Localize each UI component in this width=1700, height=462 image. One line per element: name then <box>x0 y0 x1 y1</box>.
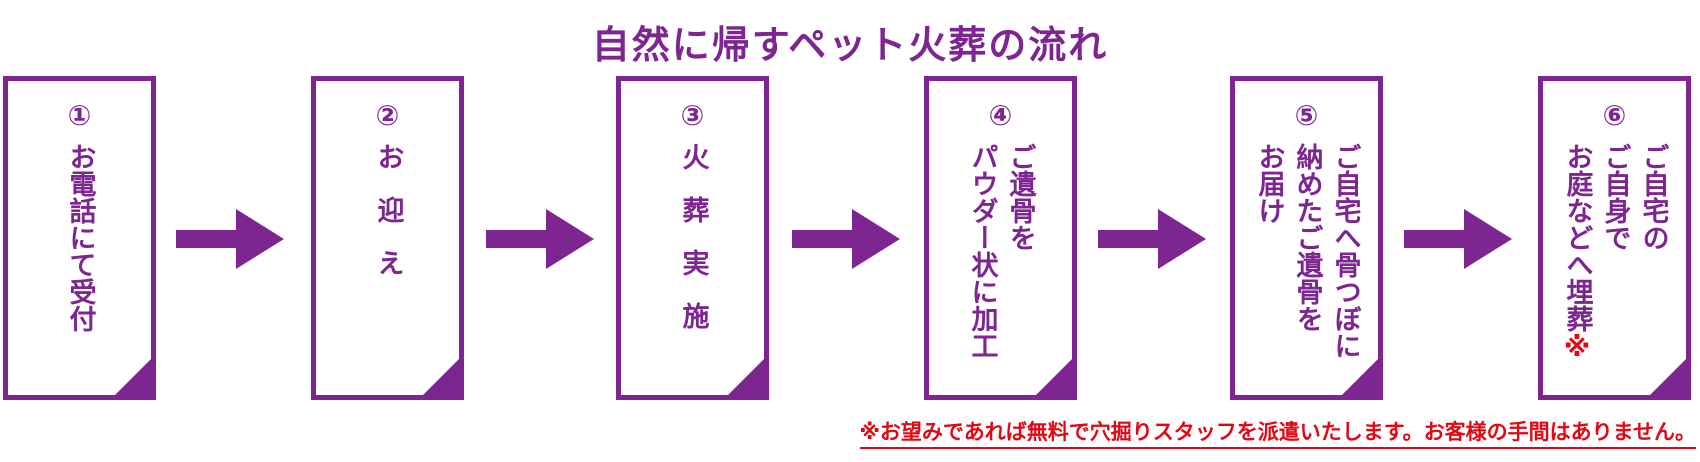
step-text: お迎え <box>372 143 404 302</box>
right-arrow-icon <box>486 209 594 269</box>
footnote: ※お望みであれば無料で穴掘りスタッフを派遣いたします。お客様の手間はありません。 <box>859 416 1696 449</box>
page-title: 自然に帰すペット火葬の流れ <box>591 23 1109 67</box>
step-number: ① <box>67 99 92 132</box>
note-mark: ※ <box>1561 332 1593 363</box>
step-number: ④ <box>988 99 1013 132</box>
step-number: ⑥ <box>1602 99 1627 132</box>
corner-fold <box>421 357 459 395</box>
step-text: ご遺骨を <box>1004 143 1036 251</box>
right-arrow-icon <box>1098 209 1206 269</box>
step-text: お届け <box>1253 143 1285 224</box>
step-number: ② <box>375 99 400 132</box>
corner-fold <box>113 357 151 395</box>
step-text: パウダー状に加工 <box>966 143 998 359</box>
step-number: ⑤ <box>1294 99 1319 132</box>
step-text: 火葬実施 <box>677 143 709 355</box>
step-text: ご自宅へ骨つぼに <box>1329 143 1361 359</box>
right-arrow-icon <box>1404 209 1512 269</box>
step-card-4: ④ ご遺骨を パウダー状に加工 <box>924 76 1077 400</box>
corner-fold <box>1340 357 1378 395</box>
step-text: お庭などへ埋葬※ <box>1558 143 1596 387</box>
step-card-5: ⑤ ご自宅へ骨つぼに 納めたご遺骨を お届け <box>1230 76 1383 400</box>
step-card-3: ③ 火葬実施 <box>616 76 769 400</box>
step-text: お電話にて受付 <box>64 143 96 332</box>
corner-fold <box>1034 357 1072 395</box>
corner-fold <box>726 357 764 395</box>
step-card-2: ② お迎え <box>311 76 464 400</box>
step-text: ご自宅の <box>1637 143 1669 251</box>
step-text-part: お庭などへ埋葬 <box>1561 143 1593 332</box>
right-arrow-icon <box>792 209 900 269</box>
corner-fold <box>1648 357 1686 395</box>
step-card-1: ① お電話にて受付 <box>3 76 156 400</box>
step-text: 納めたご遺骨を <box>1291 143 1323 332</box>
step-number: ③ <box>680 99 705 132</box>
right-arrow-icon <box>176 209 284 269</box>
step-card-6: ⑥ ご自宅の ご自身で お庭などへ埋葬※ <box>1538 76 1691 400</box>
step-text: ご自身で <box>1599 143 1631 251</box>
